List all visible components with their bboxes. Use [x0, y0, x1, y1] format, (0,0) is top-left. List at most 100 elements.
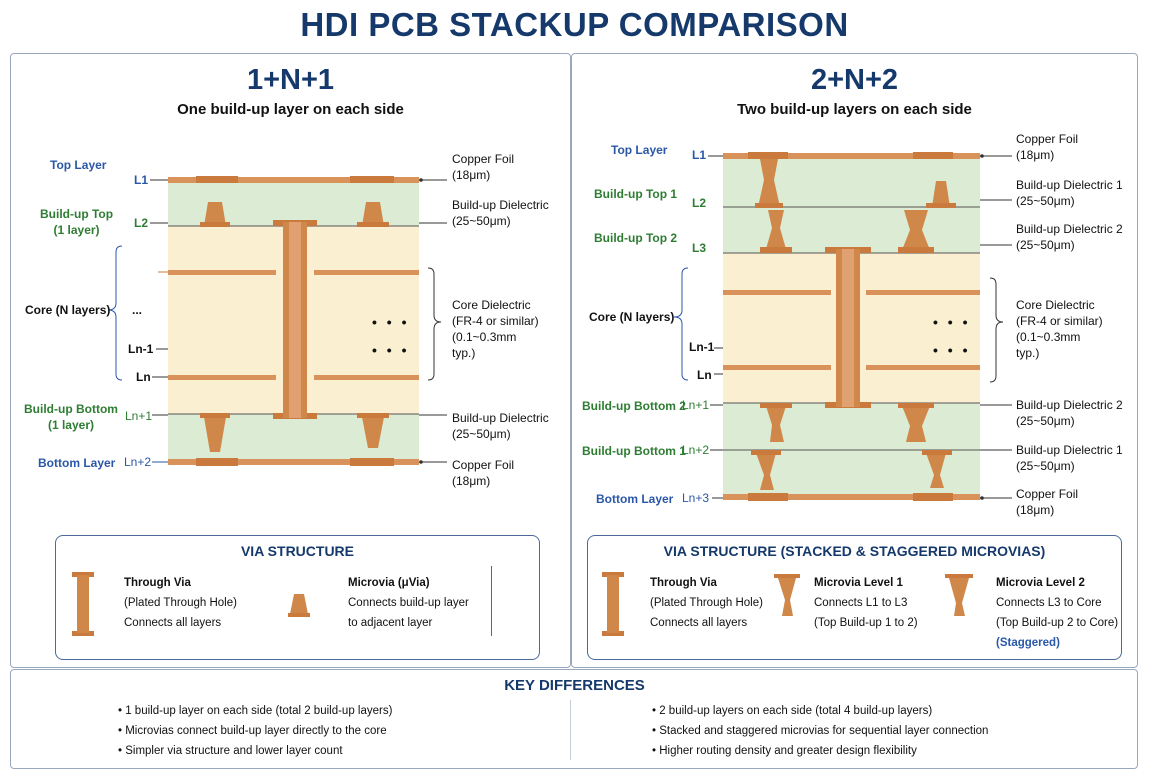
- left-stackup-diagram: [107, 176, 447, 466]
- left-core-label: Core (N layers): [25, 303, 111, 317]
- left-via-structure-title: VIA STRUCTURE: [240, 543, 355, 559]
- right-heading: 2+N+2: [810, 64, 899, 96]
- left-inner-copper-n: [168, 375, 276, 380]
- right-core-dielectric-brace: [989, 277, 1004, 383]
- right-through-via-desc: Through Via (Plated Through Hole) Connec…: [650, 573, 763, 633]
- right-microvia1-line1: Connects L1 to L3: [814, 597, 908, 609]
- right-buildup-top2-dielectric: [723, 207, 980, 253]
- left-bottom-layer-label: Bottom Layer: [38, 456, 116, 470]
- left-through-via: [273, 220, 317, 419]
- right-core-label: Core (N layers): [589, 310, 675, 324]
- right-microvia-l2-bottom: [766, 406, 786, 442]
- left-through-via-icon: [72, 572, 94, 636]
- left-microvia-bottom-1: [204, 417, 226, 452]
- left-through-via-line1: (Plated Through Hole): [124, 597, 237, 609]
- right-inner-copper-n: [723, 365, 831, 370]
- right-microvia1-line2: (Top Build-up 1 to 2): [814, 617, 918, 629]
- key-left-1: • 1 build-up layer on each side (total 2…: [118, 705, 393, 717]
- left-copper-top-annotation: Copper Foil (18μm): [452, 152, 515, 182]
- right-microvia-level1-icon: [774, 574, 800, 616]
- right-top-layer-label: Top Layer: [611, 143, 668, 157]
- right-microvia-l1-top: [758, 159, 780, 207]
- key-right-3: • Higher routing density and greater des…: [652, 745, 917, 757]
- right-core-dielectric-annotation: Core Dielectric (FR-4 or similar) (0.1~0…: [1016, 298, 1103, 360]
- left-via-icons: [72, 572, 310, 636]
- right-via-structure-title: VIA STRUCTURE (STACKED & STAGGERED MICRO…: [663, 543, 1046, 559]
- right-buildup-bottom1-label: Build-up Bottom 1: [582, 444, 686, 458]
- right-layer-Ln: Ln: [697, 368, 712, 382]
- right-layer-Ln+2: Ln+2: [682, 443, 710, 457]
- left-layer-Ln-1: Ln-1: [128, 342, 154, 356]
- right-copper-bottom-annotation: Copper Foil (18μm): [1016, 487, 1079, 517]
- right-dielectric1-top-annotation: Build-up Dielectric 1 (25~50μm): [1016, 178, 1123, 208]
- left-dielectric-top-annotation: Build-up Dielectric (25~50μm): [452, 198, 549, 228]
- right-microvia-l1-top-right: [932, 181, 950, 207]
- right-microvia2-desc: Microvia Level 2 Connects L3 to Core (To…: [996, 573, 1118, 653]
- right-microvia-l2-bottom-right: [902, 406, 930, 442]
- right-buildup-bottom2-dielectric: [723, 403, 980, 450]
- right-layer-L2: L2: [692, 196, 707, 210]
- left-layer-Ln+1: Ln+1: [125, 409, 153, 423]
- right-dielectric1-bottom-annotation: Build-up Dielectric 1 (25~50μm): [1016, 443, 1123, 473]
- right-core-brace: [673, 267, 689, 381]
- left-layer-L1: L1: [134, 173, 149, 187]
- right-through-via-icon: [602, 572, 624, 636]
- right-buildup-top2-label: Build-up Top 2: [594, 231, 678, 245]
- left-microvia-desc: Microvia (μVia) Connects build-up layer …: [348, 573, 469, 633]
- left-via-bracket: [488, 566, 492, 636]
- key-right-2: • Stacked and staggered microvias for se…: [652, 725, 989, 737]
- left-inner-dots-1: • • •: [372, 314, 410, 330]
- right-via-icons: [602, 572, 973, 636]
- key-differences-divider: [570, 700, 571, 760]
- left-inner-copper-1: [168, 270, 276, 275]
- right-microvia-l2-top-right: [902, 210, 930, 250]
- left-microvia-top-2: [362, 202, 384, 226]
- right-microvia-level2-icon: [945, 574, 973, 616]
- left-subtitle: One build-up layer on each side: [177, 101, 404, 118]
- left-buildup-bottom-label: Build-up Bottom (1 layer): [24, 402, 118, 432]
- key-left-2: • Microvias connect build-up layer direc…: [118, 725, 387, 737]
- right-microvia-l1-bottom-right: [926, 453, 946, 488]
- key-differences-title: KEY DIFFERENCES: [504, 677, 645, 694]
- left-dielectric-bottom-annotation: Build-up Dielectric (25~50μm): [452, 411, 549, 441]
- right-stackup-diagram: [673, 152, 1012, 501]
- left-layer-Ln: Ln: [136, 370, 151, 384]
- right-buildup-top1-label: Build-up Top 1: [594, 187, 678, 201]
- right-panel: [571, 53, 1138, 668]
- left-through-via-name: Through Via: [124, 577, 191, 589]
- right-inner-dots-1: • • •: [933, 314, 971, 330]
- right-copper-top: [723, 153, 980, 159]
- left-copper-top: [168, 177, 419, 183]
- right-microvia2-line2: (Top Build-up 2 to Core): [996, 617, 1119, 629]
- left-via-structure-box: [55, 535, 540, 660]
- left-through-via-desc: Through Via (Plated Through Hole) Connec…: [124, 573, 237, 633]
- right-dielectric2-bottom-annotation: Build-up Dielectric 2 (25~50μm): [1016, 398, 1123, 428]
- left-layer-core-dots: ...: [132, 303, 143, 317]
- right-copper-top-annotation: Copper Foil (18μm): [1016, 132, 1079, 162]
- left-microvia-bottom-2: [362, 417, 384, 448]
- left-top-layer-label: Top Layer: [50, 158, 107, 172]
- page-title: HDI PCB STACKUP COMPARISON: [300, 6, 849, 43]
- right-buildup-bottom2-label: Build-up Bottom 2: [582, 399, 686, 413]
- right-subtitle: Two build-up layers on each side: [737, 101, 972, 118]
- right-layer-Ln+3: Ln+3: [682, 491, 710, 505]
- left-microvia-line2: to adjacent layer: [348, 617, 433, 629]
- left-copper-bottom: [168, 459, 419, 465]
- left-heading: 1+N+1: [246, 64, 335, 96]
- key-left-3: • Simpler via structure and lower layer …: [118, 745, 343, 757]
- right-microvia-l1-bottom: [756, 453, 776, 490]
- left-copper-bottom-annotation: Copper Foil (18μm): [452, 458, 515, 488]
- right-bottom-layer-label: Bottom Layer: [596, 492, 674, 506]
- right-microvia2-line1: Connects L3 to Core: [996, 597, 1102, 609]
- right-dielectric2-top-annotation: Build-up Dielectric 2 (25~50μm): [1016, 222, 1123, 252]
- left-layer-L2: L2: [134, 216, 149, 230]
- key-right-1: • 2 build-up layers on each side (total …: [652, 705, 933, 717]
- right-copper-bottom: [723, 494, 980, 500]
- left-core-dielectric-brace: [427, 267, 442, 381]
- right-through-via: [825, 247, 871, 408]
- left-panel: [10, 53, 571, 668]
- right-layer-Ln-1: Ln-1: [689, 340, 715, 354]
- right-inner-copper-1: [723, 290, 831, 295]
- right-through-via-name: Through Via: [650, 577, 717, 589]
- left-microvia-top-1: [204, 202, 226, 226]
